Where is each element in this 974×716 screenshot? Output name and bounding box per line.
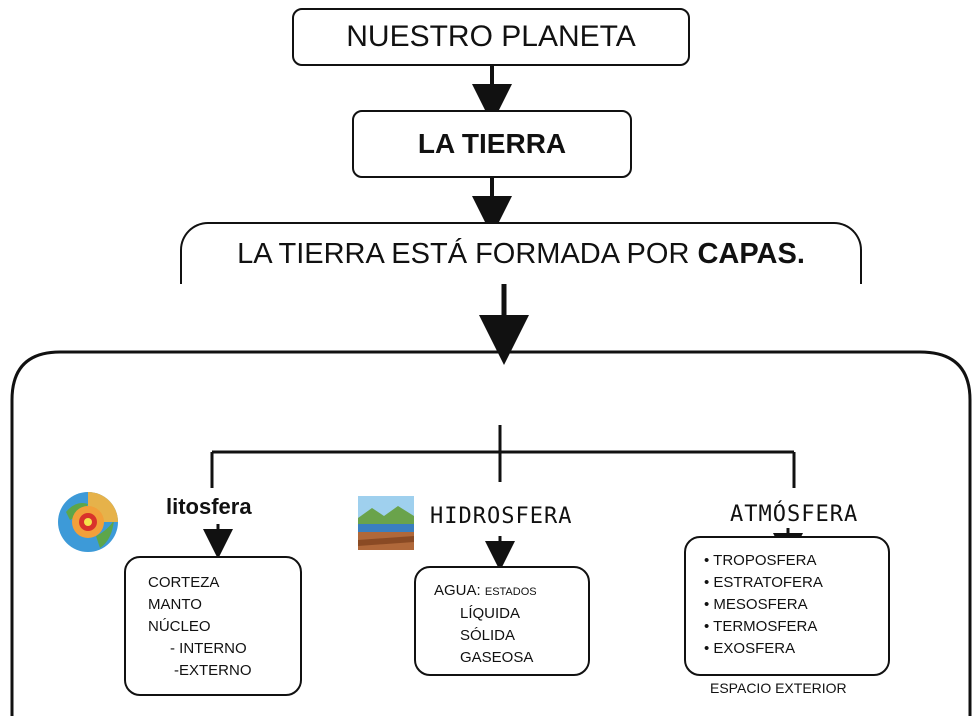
nuestro-planeta-box: NUESTRO PLANETA [292, 8, 690, 66]
list-item: - INTERNO [170, 640, 247, 657]
la-tierra-box: LA TIERRA [352, 110, 632, 178]
heading-hidrosfera: HIDROSFERA [430, 504, 573, 529]
list-item: CORTEZA [148, 574, 220, 591]
list-item: -EXTERNO [174, 662, 252, 679]
list-item: LÍQUIDA [460, 605, 521, 622]
list-item: GASEOSA [460, 649, 534, 666]
list-item: ESTRATOFERA [713, 574, 823, 591]
heading-litosfera: litosfera [166, 494, 252, 519]
list-item: TROPOSFERA [713, 552, 817, 569]
nuestro-planeta-text: NUESTRO PLANETA [346, 20, 636, 53]
capas-prefix: LA TIERRA ESTÁ FORMADA POR [237, 237, 698, 270]
espacio-exterior-label: ESPACIO EXTERIOR [710, 680, 847, 696]
litosfera-box: CORTEZA MANTO NÚCLEO - INTERNO -EXTERNO [124, 556, 302, 696]
landscape-water-icon [358, 496, 414, 550]
estados-label: ESTADOS [484, 586, 537, 598]
list-item: MESOSFERA [713, 596, 808, 613]
agua-label: AGUA: [434, 582, 481, 599]
layers-container [10, 350, 972, 716]
list-item: NÚCLEO [148, 618, 211, 635]
capas-box: LA TIERRA ESTÁ FORMADA POR CAPAS. [180, 222, 862, 284]
earth-layers-icon [58, 492, 118, 552]
capas-text: LA TIERRA ESTÁ FORMADA POR CAPAS. [237, 238, 805, 271]
list-item: EXOSFERA [713, 640, 796, 657]
list-item: MANTO [148, 596, 202, 613]
capas-bold: CAPAS. [697, 237, 805, 270]
hidrosfera-box: AGUA: ESTADOS LÍQUIDA SÓLIDA GASEOSA [414, 566, 590, 676]
la-tierra-text: LA TIERRA [417, 128, 567, 159]
list-item: SÓLIDA [460, 627, 516, 644]
heading-atmosfera: ATMÓSFERA [730, 502, 859, 527]
atmosfera-box: • TROPOSFERA • ESTRATOFERA • MESOSFERA •… [684, 536, 890, 676]
list-item: TERMOSFERA [713, 618, 818, 635]
